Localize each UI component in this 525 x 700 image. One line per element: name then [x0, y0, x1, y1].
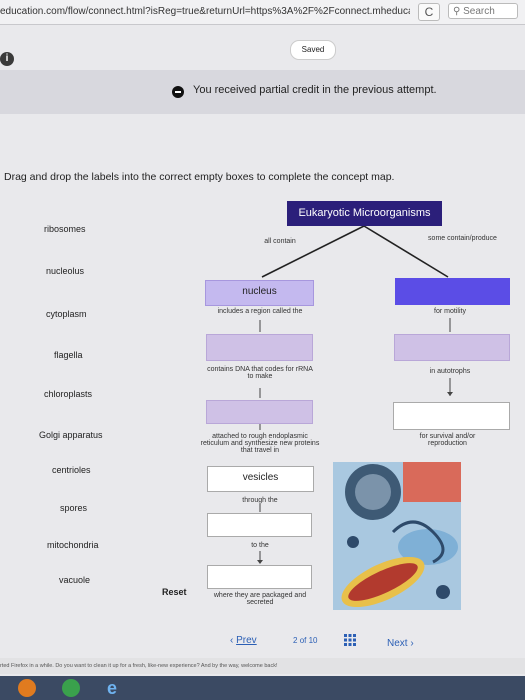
eukaryotic-cell-image — [333, 462, 461, 610]
saved-badge: Saved — [290, 40, 336, 60]
address-bar[interactable]: education.com/flow/connect.html?isReg=tr… — [0, 6, 410, 17]
drag-label-golgi-apparatus[interactable]: Golgi apparatus — [39, 430, 103, 440]
page-indicator: 2 of 10 — [293, 636, 318, 645]
link-through-the: through the — [242, 497, 278, 504]
chrome-icon[interactable] — [62, 679, 80, 697]
reset-button[interactable]: Reset — [162, 587, 187, 597]
partial-credit-banner — [0, 70, 525, 114]
drop-box-right-2[interactable] — [394, 334, 510, 361]
cell-illustration — [333, 462, 461, 610]
link-all-contain: all contain — [264, 238, 296, 245]
link-to-the: to the — [251, 542, 269, 549]
taskbar: e — [0, 676, 525, 700]
drop-box-left-2[interactable] — [206, 400, 313, 424]
drag-label-centrioles[interactable]: centrioles — [52, 465, 91, 475]
root-node: Eukaryotic Microorganisms — [287, 201, 442, 226]
link-in-autotrophs: in autotrophs — [429, 368, 471, 375]
link-attached-rer: attached to rough endoplasmic reticulum … — [200, 433, 320, 454]
drag-label-vacuole[interactable]: vacuole — [59, 575, 91, 585]
drag-label-mitochondria[interactable]: mitochondria — [47, 540, 99, 550]
search-icon: ⚲ — [453, 6, 464, 17]
link-packaged-secreted: where they are packaged and secreted — [213, 592, 307, 606]
link-contains-dna: contains DNA that codes for rRNA to make — [207, 366, 313, 380]
instructions: Drag and drop the labels into the correc… — [4, 171, 395, 183]
vesicles-node: vesicles — [207, 466, 314, 492]
search-input[interactable]: ⚲ Search — [448, 3, 518, 19]
edge-icon[interactable]: e — [106, 678, 117, 698]
search-placeholder: Search — [463, 6, 495, 17]
chevron-left-icon: ‹ — [230, 635, 237, 646]
prev-label: Prev — [236, 635, 257, 646]
nucleus-node: nucleus — [205, 280, 314, 306]
page-of: of — [299, 636, 307, 645]
banner-text: You received partial credit in the previ… — [193, 84, 437, 96]
drag-label-flagella[interactable]: flagella — [54, 350, 83, 360]
minus-circle-icon — [172, 86, 184, 98]
drag-label-ribosomes[interactable]: ribosomes — [44, 224, 86, 234]
info-icon[interactable]: i — [0, 52, 14, 66]
reload-icon[interactable]: C — [418, 3, 440, 21]
drop-box-left-4[interactable] — [207, 565, 312, 589]
link-includes-region: includes a region called the — [217, 308, 303, 315]
drop-box-left-1[interactable] — [206, 334, 313, 361]
link-some-contain: some contain/produce — [428, 235, 497, 242]
drag-label-nucleolus[interactable]: nucleolus — [46, 266, 85, 276]
drop-box-right-1[interactable] — [395, 278, 510, 305]
page-total: 10 — [308, 636, 318, 645]
firefox-icon[interactable] — [18, 679, 36, 697]
prev-button[interactable]: ‹ Prev — [230, 635, 257, 646]
firefox-refresh-notice: rted Firefox in a while. Do you want to … — [0, 658, 525, 674]
link-survival-reproduction: for survival and/or reproduction — [419, 433, 476, 447]
drag-label-chloroplasts[interactable]: chloroplasts — [44, 389, 93, 399]
link-for-motility: for motility — [434, 308, 466, 315]
drop-box-left-3[interactable] — [207, 513, 312, 537]
page-current: 2 — [293, 636, 298, 645]
drag-label-spores[interactable]: spores — [60, 503, 88, 513]
next-label: Next — [387, 638, 408, 649]
grid-icon[interactable] — [344, 634, 356, 646]
drag-label-cytoplasm[interactable]: cytoplasm — [46, 309, 87, 319]
chevron-right-icon: › — [407, 638, 414, 649]
next-button[interactable]: Next › — [387, 638, 414, 649]
drop-box-right-3[interactable] — [393, 402, 510, 430]
